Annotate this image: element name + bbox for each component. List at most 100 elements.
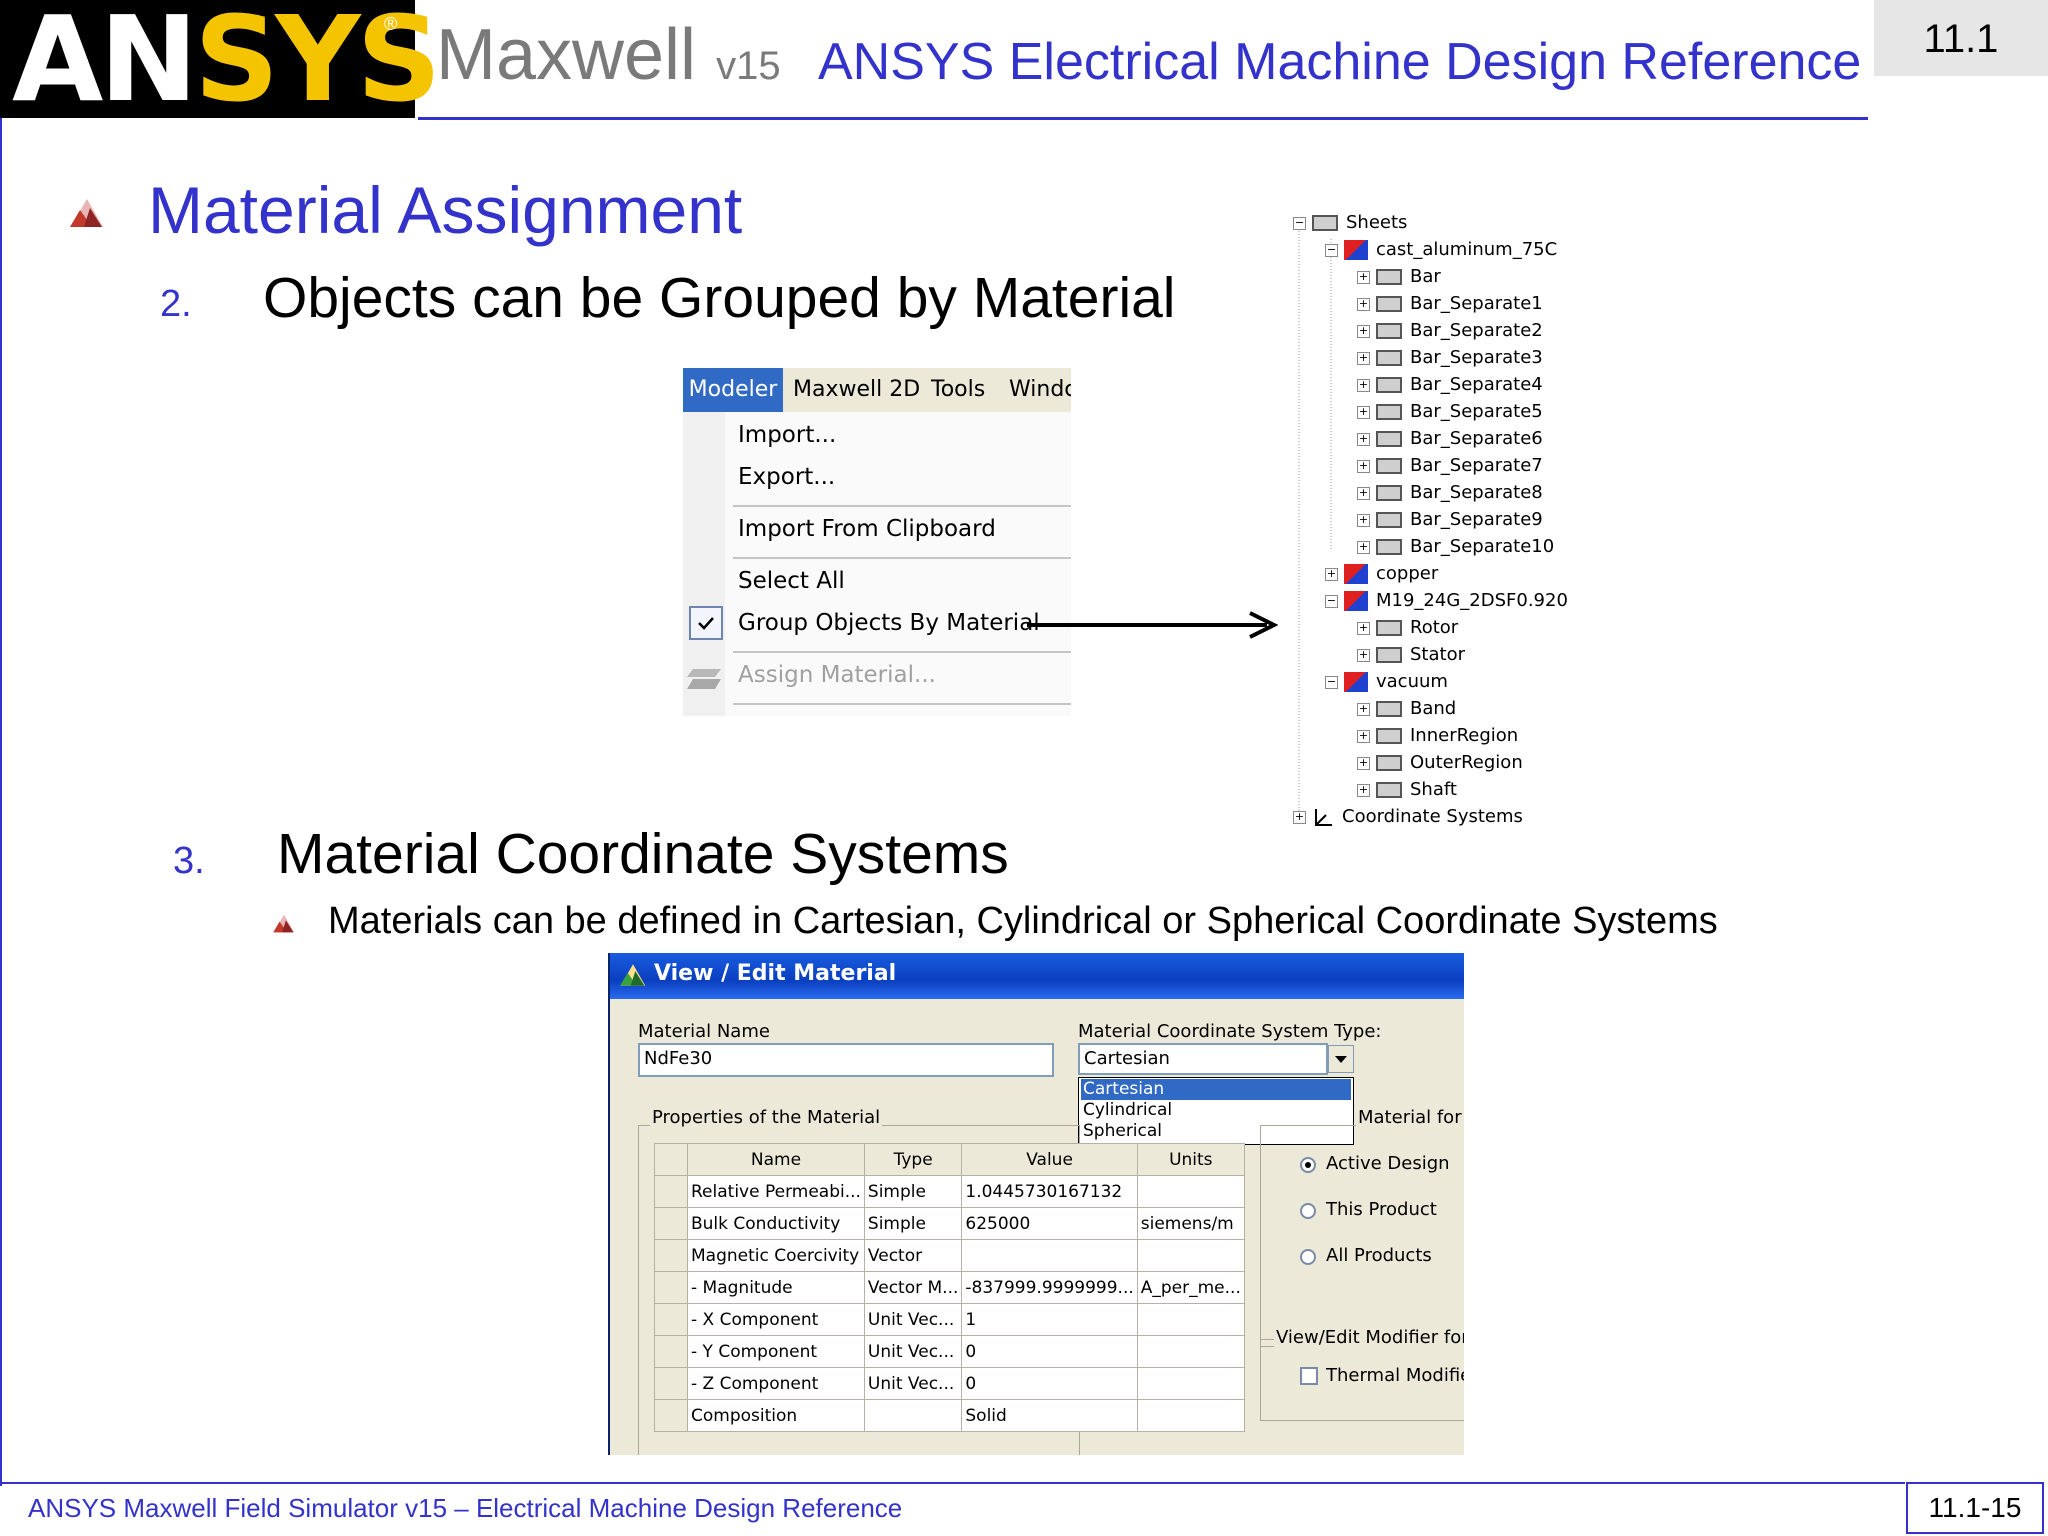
expand-icon[interactable]: + <box>1357 350 1370 365</box>
object-icon <box>1376 269 1402 285</box>
dropdown-arrow-icon[interactable] <box>1328 1045 1354 1073</box>
tree-node-object[interactable]: +Shaft <box>1357 779 1457 800</box>
tree-node-object[interactable]: +InnerRegion <box>1357 725 1519 746</box>
expand-icon[interactable]: + <box>1357 620 1370 635</box>
tree-node-object[interactable]: +Bar_Separate6 <box>1357 428 1543 449</box>
material-name-input[interactable]: NdFe30 <box>638 1043 1054 1077</box>
expand-icon[interactable]: + <box>1357 512 1370 527</box>
tree-node-coordinate-systems[interactable]: +Coordinate Systems <box>1293 806 1523 827</box>
tree-node-object[interactable]: +Bar_Separate3 <box>1357 347 1543 368</box>
expand-icon[interactable]: + <box>1293 809 1306 824</box>
radio-this-product[interactable] <box>1300 1203 1316 1219</box>
menu-separator <box>733 505 1071 507</box>
collapse-icon[interactable]: − <box>1293 215 1306 230</box>
radio-all-products[interactable] <box>1300 1249 1316 1265</box>
object-icon <box>1376 782 1402 798</box>
collapse-icon[interactable]: − <box>1325 593 1338 608</box>
modifier-label: View/Edit Modifier for <box>1274 1327 1464 1348</box>
material-icon <box>1344 672 1368 692</box>
thermal-modifier-checkbox[interactable] <box>1300 1367 1318 1385</box>
radio-label-this-product: This Product <box>1326 1199 1437 1220</box>
expand-icon[interactable]: + <box>1357 485 1370 500</box>
expand-icon[interactable]: + <box>1357 431 1370 446</box>
expand-icon[interactable]: + <box>1357 458 1370 473</box>
menu-bar: Modeler Maxwell 2D Tools Windc <box>683 368 1071 412</box>
column-header[interactable]: Name <box>687 1143 865 1176</box>
expand-icon[interactable]: + <box>1357 323 1370 338</box>
collapse-icon[interactable]: − <box>1325 674 1338 689</box>
tree-node-material[interactable]: −M19_24G_2DSF0.920 <box>1325 590 1568 611</box>
footer-divider <box>0 1482 1905 1484</box>
tree-node-object[interactable]: +Bar_Separate7 <box>1357 455 1543 476</box>
menu-item-import-clipboard[interactable]: Import From Clipboard <box>738 516 996 542</box>
tree-node-object[interactable]: +Bar_Separate8 <box>1357 482 1543 503</box>
expand-icon[interactable]: + <box>1357 701 1370 716</box>
menu-window[interactable]: Windc <box>1009 377 1071 402</box>
tree-node-object[interactable]: +Bar_Separate2 <box>1357 320 1543 341</box>
expand-icon[interactable]: + <box>1325 566 1338 581</box>
expand-icon[interactable]: + <box>1357 269 1370 284</box>
expand-icon[interactable]: + <box>1357 377 1370 392</box>
column-header[interactable]: Units <box>1136 1143 1245 1176</box>
bullet-icon <box>70 199 103 227</box>
object-icon <box>1376 512 1402 528</box>
expand-icon[interactable]: + <box>1357 755 1370 770</box>
option-spherical[interactable]: Spherical <box>1083 1121 1163 1141</box>
object-icon <box>1376 431 1402 447</box>
menu-item-export[interactable]: Export... <box>738 464 836 490</box>
expand-icon[interactable]: + <box>1357 728 1370 743</box>
tree-node-object[interactable]: +Bar_Separate4 <box>1357 374 1543 395</box>
tree-node-material[interactable]: −cast_aluminum_75C <box>1325 239 1558 260</box>
object-icon <box>1376 701 1402 717</box>
expand-icon[interactable]: + <box>1357 647 1370 662</box>
expand-icon[interactable]: + <box>1357 539 1370 554</box>
column-header[interactable]: Type <box>863 1143 963 1176</box>
menu-modeler[interactable]: Modeler <box>683 368 783 412</box>
menu-maxwell-2d[interactable]: Maxwell 2D <box>793 377 921 402</box>
expand-icon[interactable]: + <box>1357 782 1370 797</box>
properties-label: Properties of the Material <box>650 1107 883 1128</box>
collapse-icon[interactable]: − <box>1325 242 1338 257</box>
tree-node-object[interactable]: +Bar <box>1357 266 1441 287</box>
tree-lines <box>1298 225 1332 821</box>
tree-node-object[interactable]: +OuterRegion <box>1357 752 1523 773</box>
object-icon <box>1376 485 1402 501</box>
tree-node-material[interactable]: +copper <box>1325 563 1439 584</box>
tree-node-object[interactable]: +Bar_Separate9 <box>1357 509 1543 530</box>
tree-node-object[interactable]: +Rotor <box>1357 617 1459 638</box>
menu-item-assign-material[interactable]: Assign Material... <box>738 662 936 688</box>
dialog-title: View / Edit Material <box>654 961 897 986</box>
material-icon <box>1344 240 1368 260</box>
tree-node-sheets[interactable]: −Sheets <box>1293 212 1408 233</box>
tree-node-object[interactable]: +Stator <box>1357 644 1465 665</box>
coordinate-axes-icon <box>1315 809 1332 826</box>
tree-node-object[interactable]: +Bar_Separate10 <box>1357 536 1555 557</box>
menu-tools[interactable]: Tools <box>931 377 986 402</box>
expand-icon[interactable]: + <box>1357 404 1370 419</box>
tree-node-object[interactable]: +Bar_Separate5 <box>1357 401 1543 422</box>
coord-system-type-select[interactable]: Cartesian <box>1078 1043 1328 1075</box>
tree-node-object[interactable]: +Band <box>1357 698 1457 719</box>
page-number: 11.1-15 <box>1906 1482 2044 1534</box>
object-icon <box>1376 350 1402 366</box>
object-icon <box>1376 620 1402 636</box>
option-cartesian[interactable]: Cartesian <box>1081 1079 1351 1100</box>
radio-active-design[interactable] <box>1300 1157 1316 1173</box>
expand-icon[interactable]: + <box>1357 296 1370 311</box>
option-cylindrical[interactable]: Cylindrical <box>1083 1100 1173 1120</box>
menu-item-group-by-material[interactable]: Group Objects By Material <box>738 610 1040 636</box>
column-header[interactable]: Value <box>961 1143 1138 1176</box>
tree-node-material[interactable]: −vacuum <box>1325 671 1448 692</box>
menu-item-select-all[interactable]: Select All <box>738 568 845 594</box>
menu-item-import[interactable]: Import... <box>738 422 837 448</box>
left-border <box>0 118 2 1486</box>
tree-node-object[interactable]: +Bar_Separate1 <box>1357 293 1543 314</box>
